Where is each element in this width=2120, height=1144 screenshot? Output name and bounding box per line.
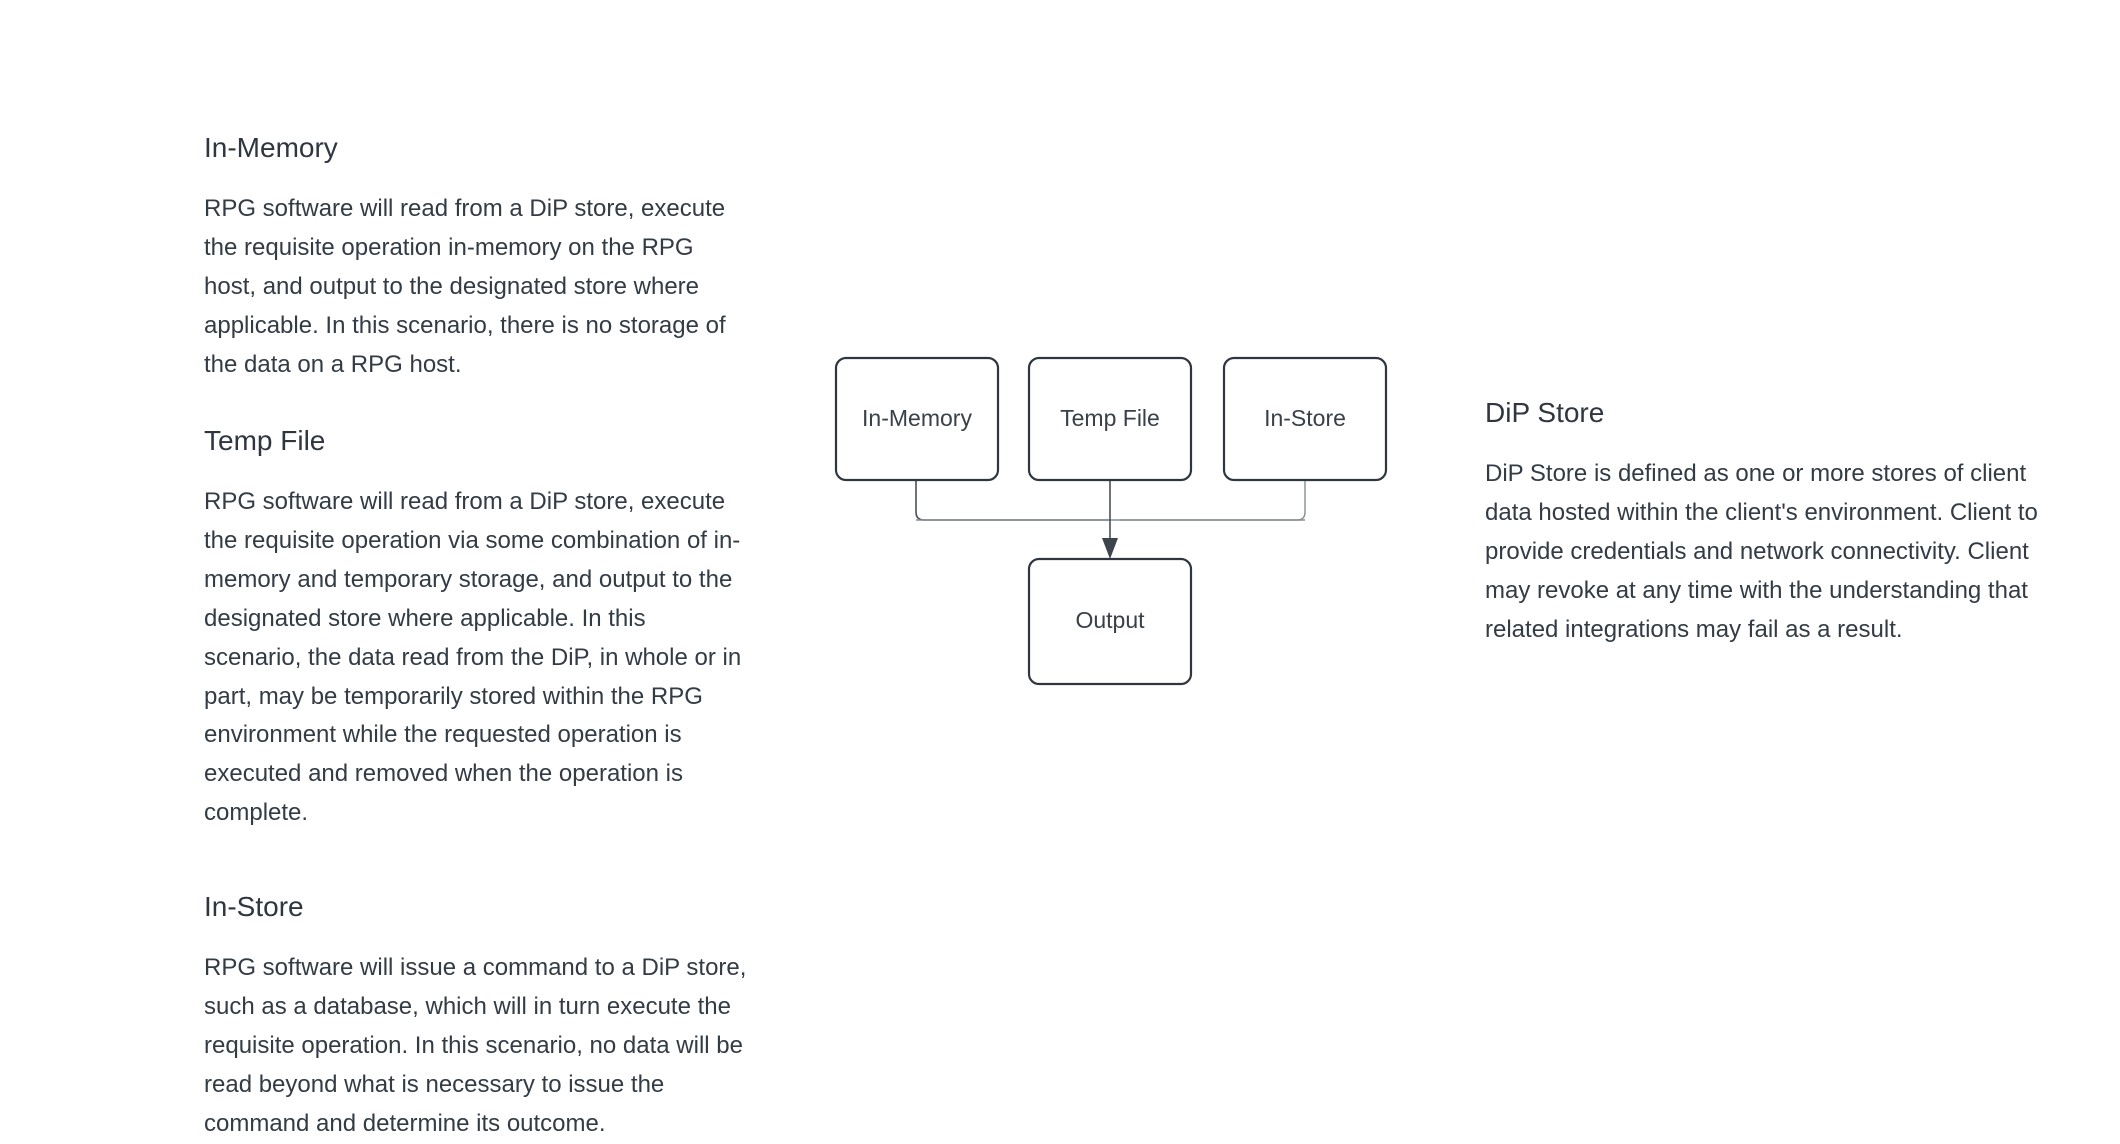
node-in-store-label: In-Store — [1264, 405, 1346, 431]
body-in-store: RPG software will issue a command to a D… — [204, 954, 747, 1137]
node-output-box[interactable] — [1027, 557, 1193, 686]
body-temp-file: RPG software will read from a DiP store,… — [204, 488, 742, 827]
node-in-memory-label: In-Memory — [862, 405, 972, 431]
edge-in-memory-to-output — [915, 480, 1110, 521]
section-in-memory: In-Memory RPG software will read from a … — [204, 130, 749, 385]
heading-temp-file: Temp File — [204, 424, 326, 456]
right-text-column: DiP Store DiP Store is defined as one or… — [1485, 395, 2075, 650]
left-text-column: In-Memory RPG software will read from a … — [204, 130, 749, 1144]
body-in-memory: RPG software will read from a DiP store,… — [204, 195, 726, 378]
node-temp-file-box[interactable] — [1027, 356, 1193, 482]
node-in-memory[interactable]: In-Memory — [834, 356, 1000, 482]
node-in-memory-box[interactable] — [834, 356, 1000, 482]
node-temp-file[interactable]: Temp File — [1027, 356, 1193, 482]
section-temp-file: Temp File RPG software will read from a … — [204, 423, 749, 833]
edge-in-store-to-output — [1120, 480, 1306, 521]
arrow-head-icon — [1102, 538, 1118, 559]
heading-dip-store: DiP Store — [1485, 397, 1605, 428]
node-in-store[interactable]: In-Store — [1222, 356, 1388, 482]
section-in-store: In-Store RPG software will issue a comma… — [204, 889, 749, 1144]
node-output[interactable]: Output — [1027, 557, 1193, 686]
dataflow-diagram: In-Memory Temp File In-Store Output — [820, 340, 1420, 710]
heading-in-memory: In-Memory — [204, 132, 338, 163]
section-dip-store: DiP Store DiP Store is defined as one or… — [1485, 395, 2075, 650]
node-temp-file-label: Temp File — [1060, 405, 1160, 431]
node-in-store-box[interactable] — [1222, 356, 1388, 482]
heading-in-store: In-Store — [204, 891, 304, 923]
node-output-label: Output — [1075, 607, 1145, 633]
body-dip-store: DiP Store is defined as one or more stor… — [1485, 460, 2038, 643]
